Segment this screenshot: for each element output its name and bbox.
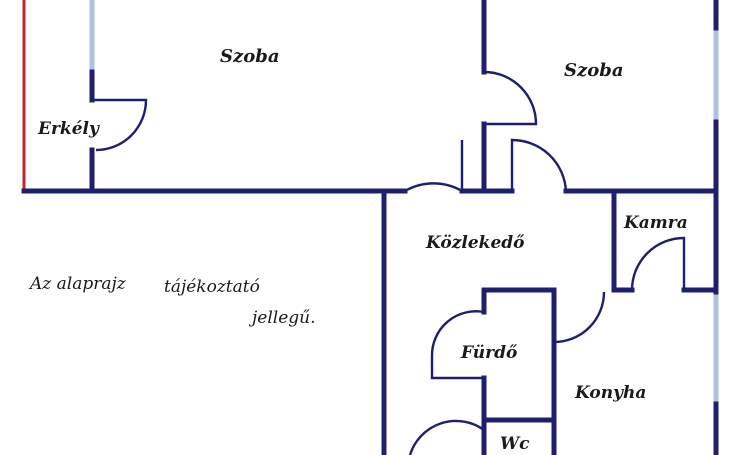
room-label-erkely: Erkély	[37, 119, 100, 139]
disclaimer-line-2: jellegű.	[248, 308, 316, 328]
room-label-wc: Wc	[500, 434, 530, 454]
room-label-kamra: Kamra	[623, 213, 688, 233]
disclaimer-line-1a: Az alaprajz	[28, 274, 127, 294]
walls	[21, 0, 719, 455]
room-label-kozlekedo: Közlekedő	[425, 233, 525, 253]
disclaimer-line-1b: tájékoztató	[164, 277, 260, 297]
room-label-szoba-right: Szoba	[564, 60, 623, 81]
windows	[89, 0, 719, 404]
room-label-furdo: Fürdő	[460, 343, 518, 363]
room-label-szoba-left: Szoba	[220, 46, 279, 67]
room-label-konyha: Konyha	[574, 383, 646, 403]
doors	[92, 70, 686, 455]
